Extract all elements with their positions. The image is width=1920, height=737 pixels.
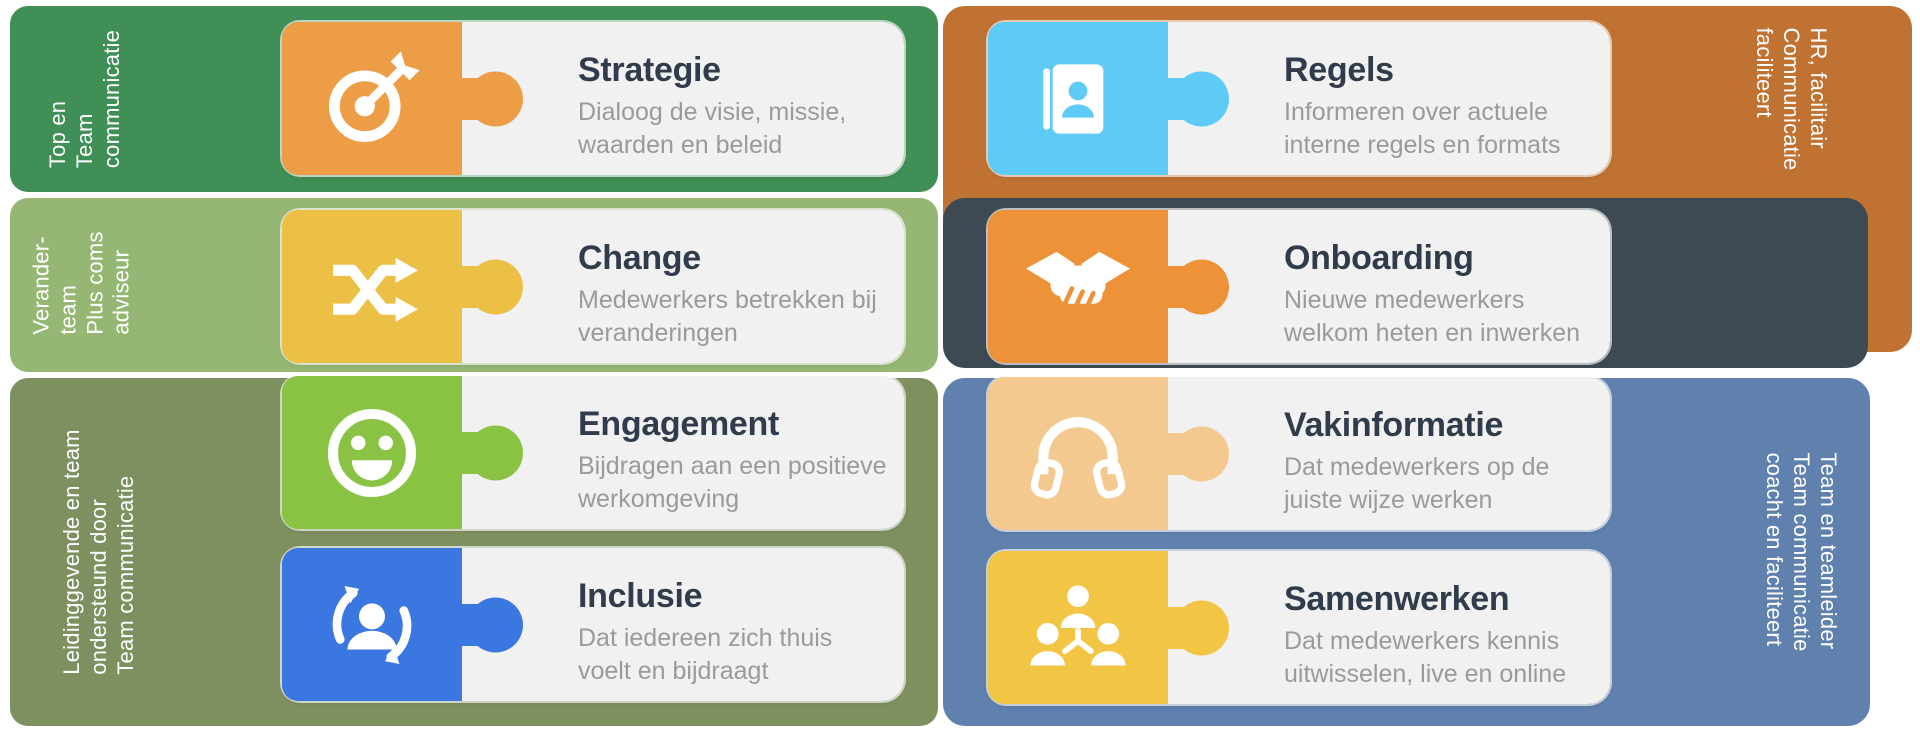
- card-regels: Regels Informeren over actuele interne r…: [988, 22, 1610, 175]
- card-body: Strategie Dialoog de visie, missie, waar…: [462, 22, 904, 175]
- card-engagement: Engagement Bijdragen aan een positieve w…: [282, 376, 904, 529]
- card-description: Nieuwe medewerkers welkom heten en inwer…: [1284, 286, 1580, 347]
- card-icon-square: [988, 210, 1168, 363]
- card-body: Change Medewerkers betrekken bij verande…: [462, 210, 904, 363]
- card-description: Medewerkers betrekken bij veranderingen: [578, 286, 877, 347]
- card-title: Vakinformatie: [1284, 406, 1504, 444]
- band-label-hr-facilitair: HR, facilitair Communicatie faciliteert: [1752, 27, 1832, 171]
- puzzle-knob: [1167, 265, 1185, 308]
- card-body: Vakinformatie Dat medewerkers op de juis…: [1168, 377, 1610, 530]
- card-title: Strategie: [578, 51, 721, 89]
- band-label-veranderteam: Verander- team Plus coms adviseur: [28, 231, 134, 335]
- smiley-icon: [327, 408, 417, 497]
- target-dart-icon: [329, 50, 420, 142]
- card-description: Bijdragen aan een positieve werkomgeving: [578, 452, 887, 513]
- card-title: Samenwerken: [1284, 580, 1510, 618]
- card-title: Onboarding: [1284, 239, 1474, 277]
- card-change: Change Medewerkers betrekken bij verande…: [282, 210, 904, 363]
- puzzle-knob: [1167, 606, 1185, 649]
- card-title: Regels: [1284, 51, 1394, 89]
- puzzle-knob: [461, 431, 479, 474]
- puzzle-knob: [1167, 432, 1185, 475]
- card-description: Dat medewerkers kennis uitwisselen, live…: [1284, 627, 1567, 688]
- card-title: Engagement: [578, 405, 780, 443]
- card-title: Change: [578, 239, 701, 277]
- card-vakinformatie: Vakinformatie Dat medewerkers op de juis…: [988, 377, 1610, 530]
- card-onboarding: Onboarding Nieuwe medewerkers welkom het…: [988, 210, 1610, 363]
- card-title: Inclusie: [578, 577, 703, 615]
- puzzle-knob: [461, 77, 479, 120]
- team-network-icon: [1030, 584, 1126, 666]
- card-description: Informeren over actuele interne regels e…: [1284, 98, 1561, 159]
- card-icon-square: [988, 551, 1168, 704]
- shuffle-arrows-icon: [333, 257, 418, 322]
- card-body: Inclusie Dat iedereen zich thuis voelt e…: [462, 548, 904, 701]
- card-icon-square: [988, 377, 1168, 530]
- puzzle-knob: [461, 603, 479, 646]
- card-body: Regels Informeren over actuele interne r…: [1168, 22, 1610, 175]
- card-body: Samenwerken Dat medewerkers kennis uitwi…: [1168, 551, 1610, 704]
- headphones-icon: [1030, 416, 1126, 498]
- band-label-team-teamleider: Team en teamleider Team communicatie coa…: [1762, 452, 1842, 652]
- band-label-top-en-team: Top en Team communicatie: [44, 29, 124, 169]
- contact-book-icon: [1043, 63, 1104, 134]
- puzzle-knob: [1167, 77, 1185, 120]
- card-description: Dialoog de visie, missie, waarden en bel…: [578, 98, 847, 159]
- card-icon-square: [282, 210, 462, 363]
- card-icon-square: [282, 376, 462, 529]
- person-cycle-icon: [332, 585, 412, 664]
- handshake-icon: [1026, 251, 1130, 312]
- card-strategie: Strategie Dialoog de visie, missie, waar…: [282, 22, 904, 175]
- card-icon-square: [988, 22, 1168, 175]
- puzzle-knob: [461, 265, 479, 308]
- card-description: Dat medewerkers op de juiste wijze werke…: [1284, 453, 1550, 514]
- card-inclusie: Inclusie Dat iedereen zich thuis voelt e…: [282, 548, 904, 701]
- card-icon-square: [282, 22, 462, 175]
- card-body: Engagement Bijdragen aan een positieve w…: [462, 376, 904, 529]
- band-label-leidinggevende: Leidinggevende en team ondersteund door …: [58, 429, 138, 675]
- card-description: Dat iedereen zich thuis voelt en bijdraa…: [578, 624, 833, 685]
- card-body: Onboarding Nieuwe medewerkers welkom het…: [1168, 210, 1610, 363]
- card-icon-square: [282, 548, 462, 701]
- card-samenwerken: Samenwerken Dat medewerkers kennis uitwi…: [988, 551, 1610, 704]
